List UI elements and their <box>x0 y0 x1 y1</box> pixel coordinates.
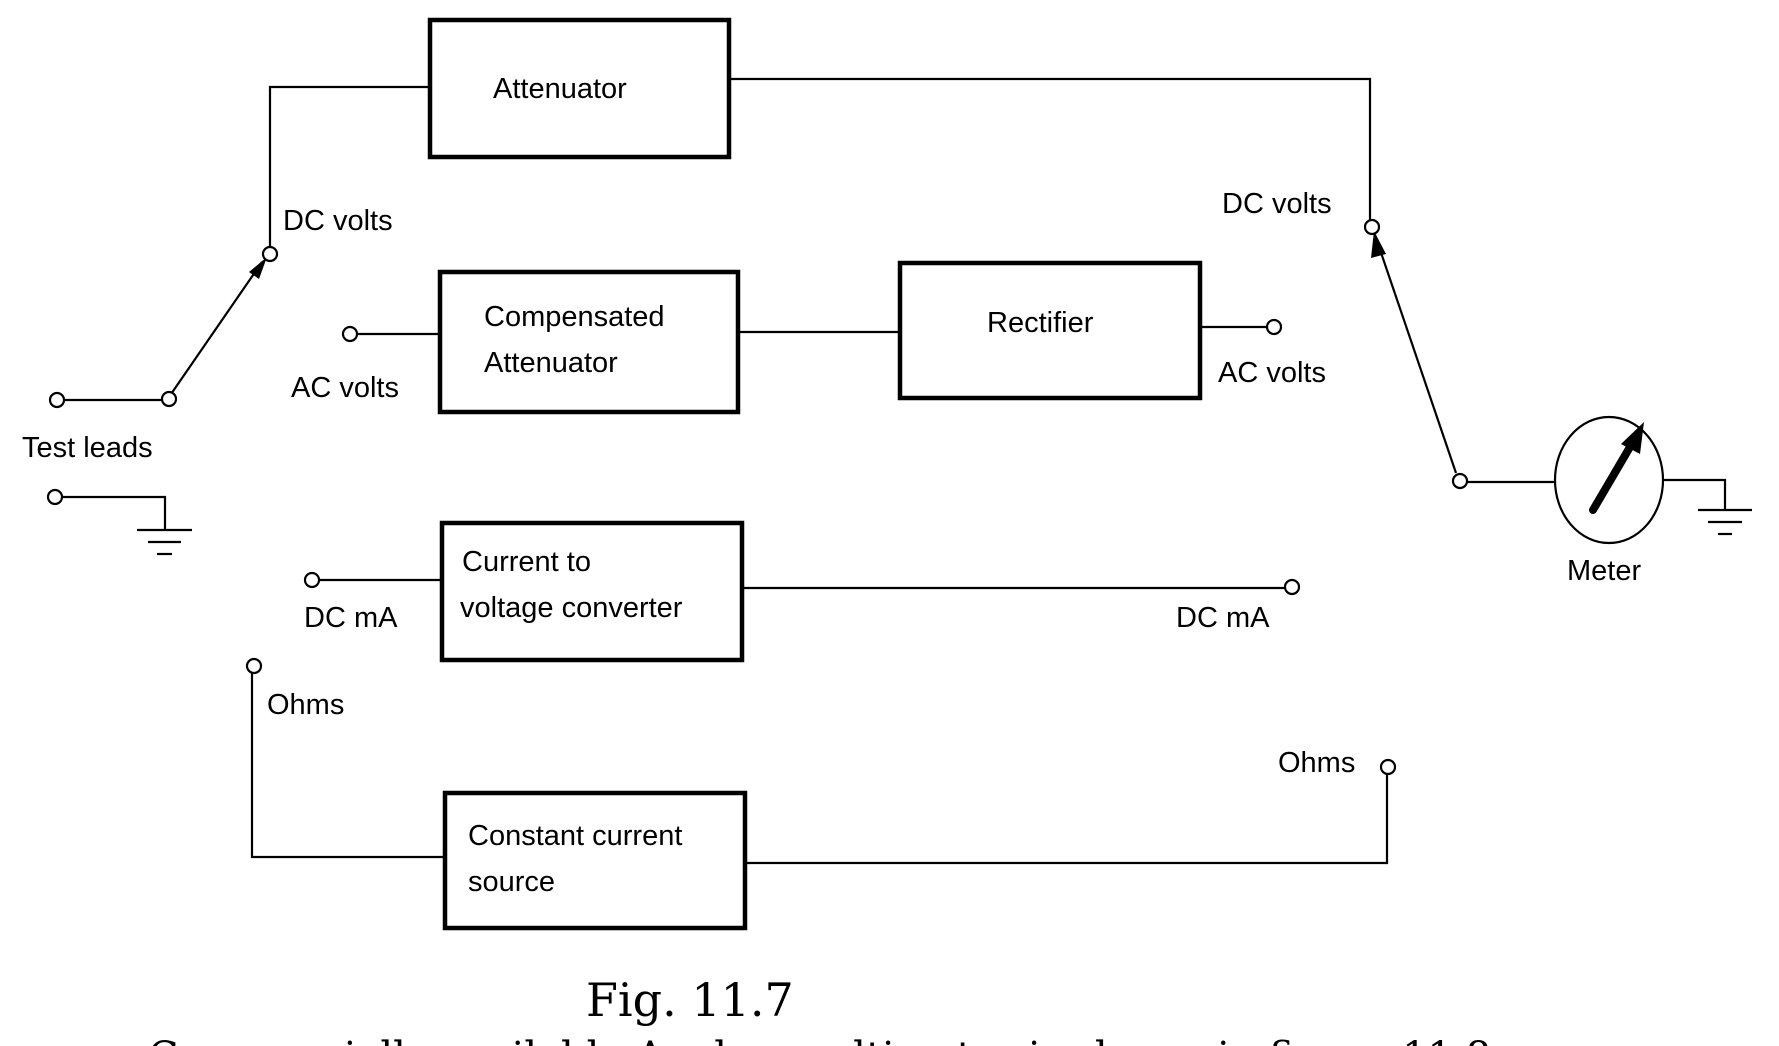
test-leads-label: Test leads <box>22 432 153 464</box>
ground-lead-terminal <box>46 488 64 506</box>
ohms-input-wire <box>250 673 445 859</box>
ground-symbol-left <box>137 528 192 556</box>
output-selector-arm <box>1373 234 1458 474</box>
caption-text: Commercially available Analog multimeter… <box>148 1034 1491 1046</box>
input-selector-arrowhead <box>249 257 267 279</box>
dc-volts-output-terminal <box>1363 218 1381 236</box>
test-lead-terminal <box>48 391 66 409</box>
meter <box>1553 415 1665 545</box>
output-selector-arrowhead <box>1371 231 1386 258</box>
ac-volts-output-terminal <box>1265 318 1283 336</box>
converter-label-line2: voltage converter <box>460 592 683 624</box>
rectifier-block: Rectifier <box>897 260 1203 401</box>
ohms-right-label: Ohms <box>1278 747 1355 779</box>
dc-ma-input-terminal <box>303 571 321 589</box>
meter-needle-tip <box>1621 422 1644 454</box>
dc-volts-right-label: DC volts <box>1222 188 1332 220</box>
output-selector-pivot <box>1451 472 1469 490</box>
figure-caption: Fig. 11.7 <box>586 973 794 1027</box>
input-selector-arm <box>168 261 263 398</box>
dc-ma-left-label: DC mA <box>304 602 398 634</box>
dc-volts-left-label: DC volts <box>283 205 393 237</box>
meter-label: Meter <box>1567 555 1641 587</box>
input-selector-pivot <box>160 390 178 408</box>
ohms-output-terminal <box>1379 758 1397 776</box>
dc-ma-output-terminal <box>1283 578 1301 596</box>
compensated-attenuator-label-line2: Attenuator <box>484 347 618 379</box>
dc-volts-input-wire <box>268 85 430 247</box>
attenuator-block: Attenuator <box>427 17 732 160</box>
ground-symbol-right <box>1698 508 1752 536</box>
constant-current-label-line2: source <box>468 866 555 898</box>
compensated-attenuator-label-line1: Compensated <box>484 301 665 333</box>
meter-ground-wire <box>1662 478 1727 510</box>
current-to-voltage-converter-block: Current to voltage converter <box>439 520 745 663</box>
compensated-attenuator-block: Compensated Attenuator <box>437 269 741 415</box>
wires <box>57 77 1727 865</box>
ac-volts-input-terminal <box>341 325 359 343</box>
ground-lead-wire <box>57 495 167 530</box>
ohms-input-terminal <box>245 657 263 675</box>
terminals <box>46 218 1469 776</box>
constant-current-label-line1: Constant current <box>468 820 682 852</box>
dc-ma-right-label: DC mA <box>1176 602 1270 634</box>
ac-volts-right-label: AC volts <box>1218 357 1326 389</box>
constant-current-source-block: Constant current source <box>442 790 748 931</box>
ohms-left-label: Ohms <box>267 689 344 721</box>
labels: Test leads DC volts AC volts DC mA Ohms … <box>22 188 1641 779</box>
dc-volts-input-terminal <box>261 245 279 263</box>
meter-needle <box>1589 443 1634 514</box>
ac-volts-left-label: AC volts <box>291 372 399 404</box>
attenuator-output-wire <box>729 77 1372 220</box>
rectifier-label: Rectifier <box>987 307 1094 339</box>
attenuator-label: Attenuator <box>493 73 627 105</box>
converter-label-line1: Current to <box>462 546 591 578</box>
constant-current-output-wire <box>745 774 1389 865</box>
